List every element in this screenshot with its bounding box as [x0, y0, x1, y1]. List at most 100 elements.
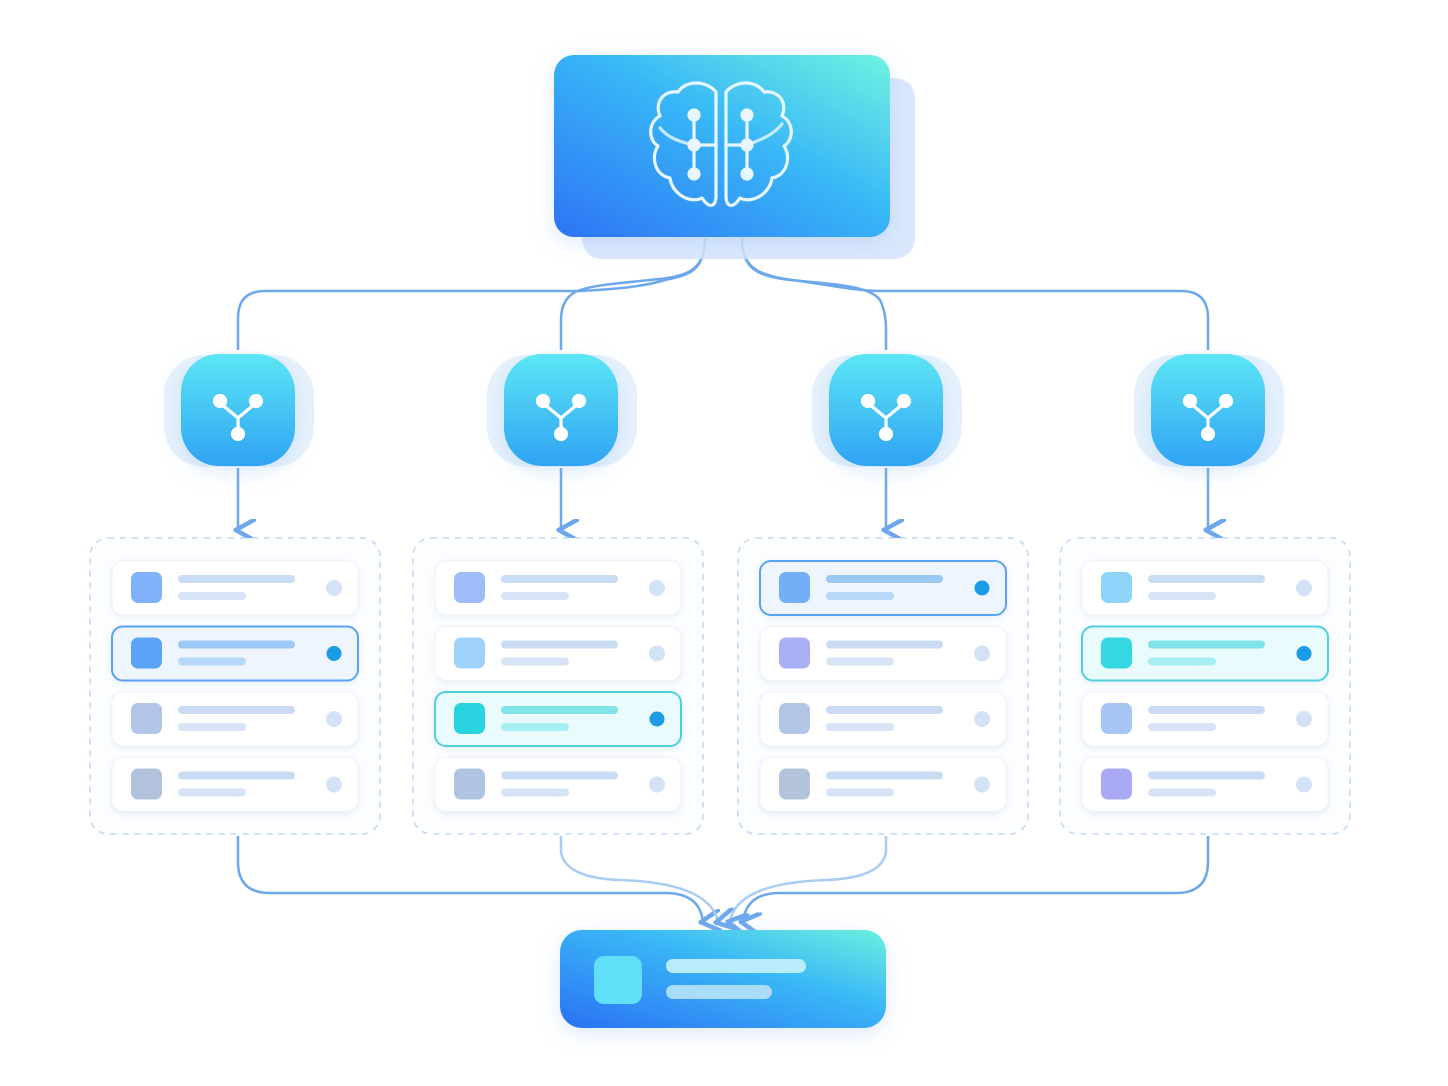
unselected-dot-icon — [649, 580, 665, 596]
list-item-line-1 — [501, 575, 618, 583]
list-item-card-selected — [759, 560, 1007, 616]
branch-list-1 — [89, 537, 381, 835]
list-item-square-icon — [454, 637, 485, 669]
unselected-dot-icon — [1296, 580, 1312, 596]
unselected-dot-icon — [1296, 711, 1312, 727]
fork-node-card — [181, 354, 295, 466]
unselected-dot-icon — [974, 645, 990, 662]
list-item[interactable] — [1081, 691, 1329, 747]
list-item-card-selected — [1081, 625, 1329, 682]
list-item-card — [1081, 691, 1329, 747]
list-item-card — [434, 626, 682, 681]
list-item-line-1 — [501, 706, 618, 714]
list-item-square-icon — [454, 703, 485, 734]
list-item-line-2 — [178, 788, 246, 797]
list-item-square-icon — [131, 703, 162, 734]
unselected-dot-icon — [974, 711, 990, 727]
output-node-card — [560, 930, 886, 1028]
unselected-dot-icon — [649, 776, 665, 793]
list-item-card — [759, 757, 1007, 812]
fork-node-card — [1151, 354, 1265, 466]
list-item[interactable] — [759, 626, 1007, 681]
list-item-card — [111, 757, 359, 812]
list-item-line-1 — [178, 640, 295, 649]
fork-node-3[interactable] — [812, 354, 962, 467]
unselected-dot-icon — [326, 711, 342, 727]
connector-branch-3-output — [730, 836, 888, 922]
list-item-square-icon — [779, 703, 810, 734]
output-line-2 — [666, 985, 772, 999]
list-item[interactable] — [1081, 560, 1329, 616]
list-item-square-icon — [779, 768, 810, 800]
fork-node-card — [504, 354, 618, 466]
list-item-square-icon — [1101, 768, 1132, 800]
list-item-line-2 — [826, 657, 894, 666]
list-item-line-2 — [826, 723, 894, 731]
fork-icon — [212, 393, 264, 442]
list-item[interactable] — [111, 691, 359, 747]
list-item-line-2 — [1148, 657, 1216, 666]
connector-branch-1-output — [236, 836, 703, 922]
branch-list-4 — [1059, 537, 1351, 835]
list-item-line-1 — [178, 706, 295, 714]
fork-nodes — [164, 354, 1284, 467]
list-item-line-1 — [826, 771, 943, 780]
list-item-square-icon — [1101, 572, 1132, 603]
list-item[interactable] — [434, 757, 682, 812]
list-item-line-2 — [178, 723, 246, 731]
root-node[interactable] — [554, 55, 915, 259]
fork-node-1[interactable] — [164, 354, 314, 467]
list-item[interactable] — [759, 757, 1007, 812]
list-item-line-2 — [1148, 788, 1216, 797]
list-item-line-1 — [1148, 771, 1265, 780]
list-item[interactable] — [1081, 757, 1329, 812]
list-item-line-2 — [501, 657, 569, 666]
list-item-line-2 — [178, 592, 246, 600]
list-item[interactable] — [759, 691, 1007, 747]
connector-branch-4-output — [743, 836, 1210, 922]
connector-branch-2-output — [559, 836, 718, 922]
list-item-square-icon — [131, 768, 162, 800]
list-item[interactable] — [111, 757, 359, 812]
list-item-card — [1081, 560, 1329, 616]
list-item-square-icon — [454, 572, 485, 603]
list-item-card-selected — [111, 625, 359, 682]
root-node-card — [554, 55, 890, 237]
list-item[interactable] — [434, 560, 682, 616]
list-item-line-1 — [501, 640, 618, 649]
branch-list-3 — [737, 537, 1029, 835]
list-item[interactable] — [759, 560, 1007, 616]
fork-node-card — [829, 354, 943, 466]
list-item-line-2 — [501, 592, 569, 600]
selected-dot-icon — [1296, 646, 1312, 661]
list-item-line-1 — [1148, 640, 1265, 649]
list-item[interactable] — [434, 626, 682, 681]
list-item-square-icon — [779, 637, 810, 669]
list-item-card — [434, 560, 682, 616]
list-item-card — [1081, 757, 1329, 812]
connector-root-branch-4 — [740, 237, 1210, 350]
list-item-line-2 — [826, 788, 894, 797]
list-item[interactable] — [111, 560, 359, 616]
list-item-line-2 — [501, 788, 569, 797]
list-item-card — [111, 691, 359, 747]
list-item-square-icon — [131, 572, 162, 603]
output-node[interactable] — [560, 930, 886, 1028]
list-item[interactable] — [111, 625, 359, 682]
output-line-1 — [666, 959, 806, 973]
list-item-line-1 — [178, 575, 295, 583]
brain-circuit-icon — [649, 81, 793, 207]
fork-node-4[interactable] — [1134, 354, 1284, 467]
list-item[interactable] — [1081, 625, 1329, 682]
list-item-line-1 — [826, 640, 943, 649]
list-item-square-icon — [779, 572, 810, 603]
unselected-dot-icon — [326, 776, 342, 793]
output-connectors — [236, 836, 1210, 922]
selected-dot-icon — [326, 646, 342, 661]
list-item-line-2 — [501, 723, 569, 731]
output-square-icon — [594, 956, 642, 1004]
unselected-dot-icon — [326, 580, 342, 596]
list-item[interactable] — [434, 691, 682, 747]
fork-node-2[interactable] — [487, 354, 637, 467]
